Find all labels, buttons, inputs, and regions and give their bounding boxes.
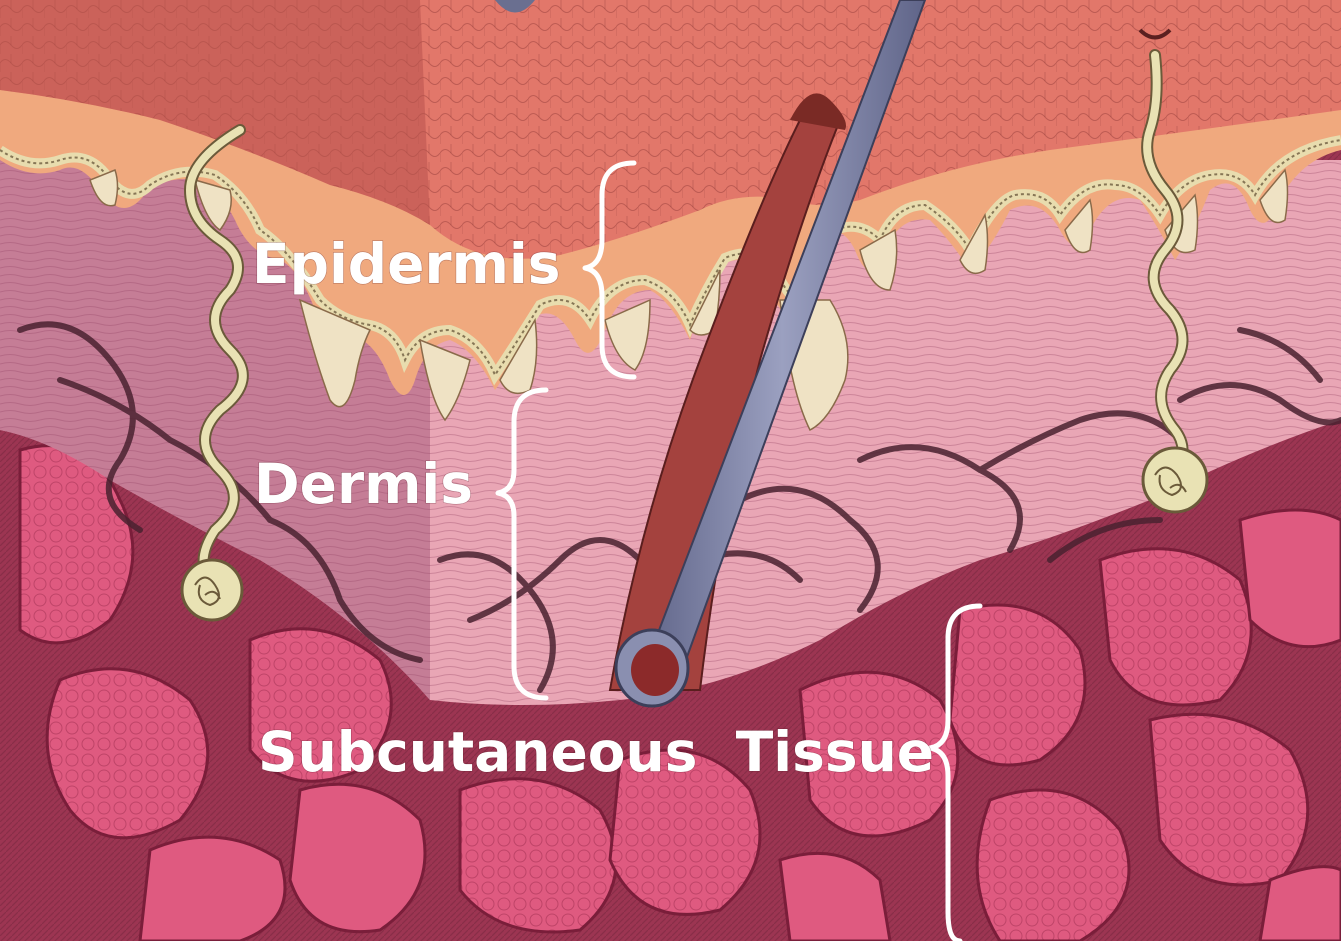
subcutaneous-tissue-label: Subcutaneous Tissue [258, 720, 934, 784]
epidermis-label: Epidermis [252, 232, 561, 296]
dermis-label: Dermis [254, 452, 473, 516]
